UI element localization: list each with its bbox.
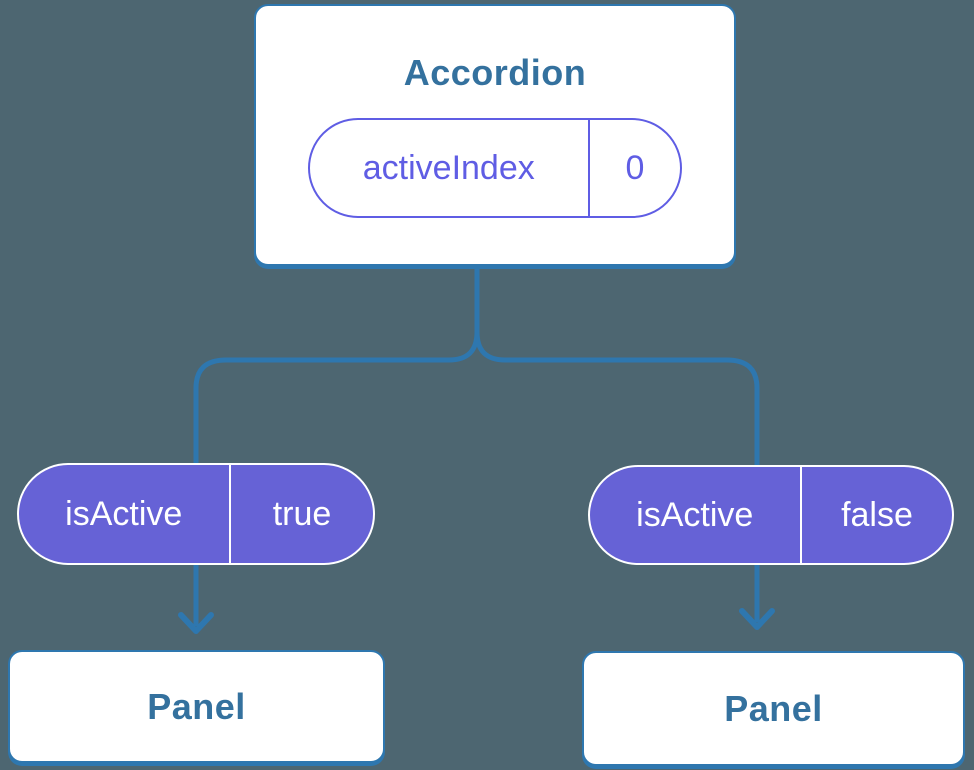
panel-node-left: Panel (8, 650, 385, 763)
prop-pill-label: isActive (636, 495, 754, 534)
state-pill-label: activeIndex (362, 148, 535, 187)
panel-node-title: Panel (724, 687, 823, 729)
state-pill: activeIndex 0 (308, 118, 682, 218)
state-pill-value: 0 (625, 148, 645, 187)
arrow-down-icon (739, 608, 775, 630)
accordion-node: Accordion activeIndex 0 (254, 4, 736, 266)
arrow-down-icon (178, 612, 214, 634)
prop-pill-isactive-true: isActive true (17, 463, 375, 565)
state-pill-divider (587, 120, 590, 216)
panel-node-right: Panel (582, 651, 965, 766)
connector-left-branch (193, 263, 480, 626)
prop-pill-divider (799, 467, 802, 563)
prop-pill-value: true (272, 494, 332, 533)
accordion-node-title: Accordion (403, 52, 587, 93)
prop-pill-divider (228, 465, 231, 563)
prop-pill-value: false (841, 495, 913, 534)
connector-right-branch (474, 263, 760, 622)
prop-pill-label: isActive (65, 494, 183, 533)
prop-pill-isactive-false: isActive false (588, 465, 954, 565)
panel-node-title: Panel (147, 685, 246, 727)
